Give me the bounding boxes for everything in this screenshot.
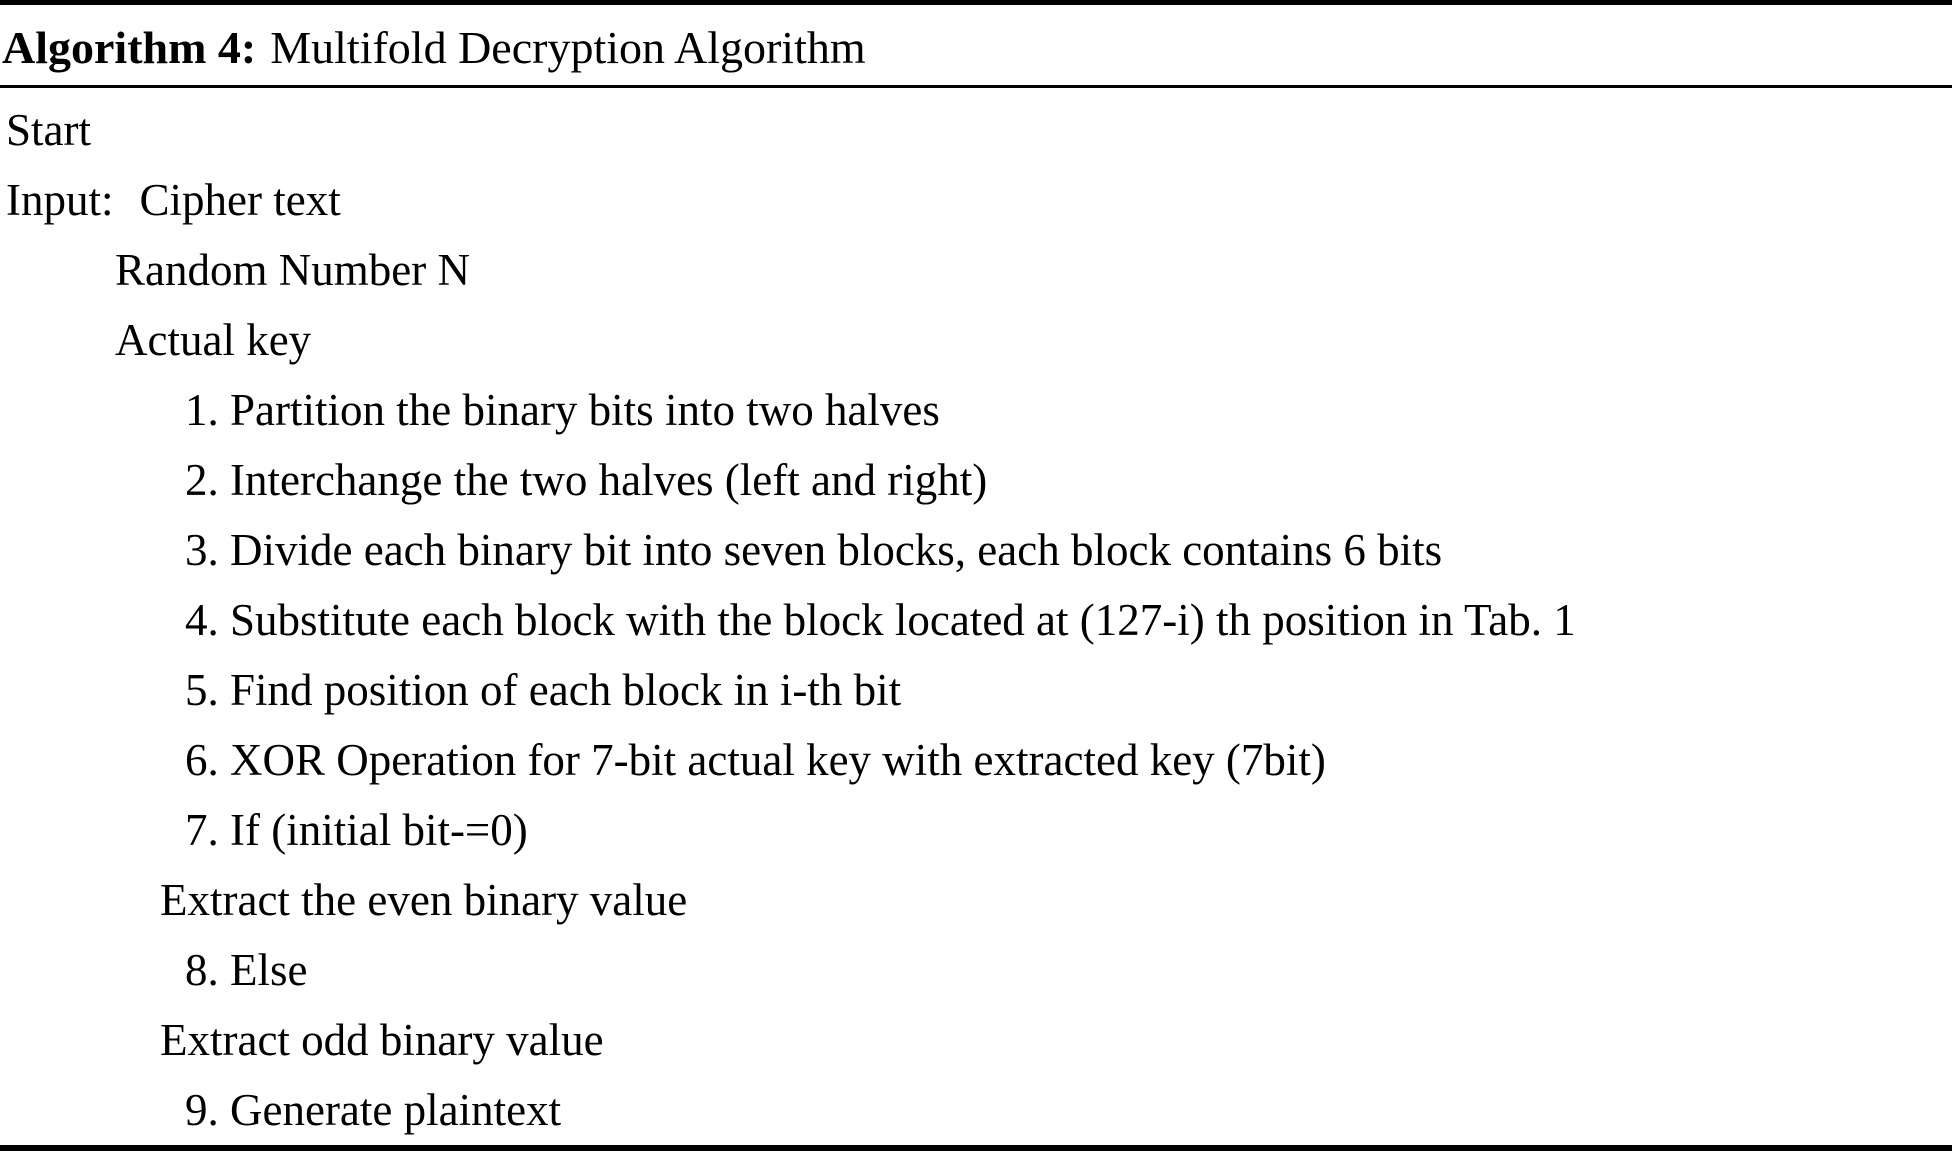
bottom-border-rule [0, 1145, 1952, 1151]
step-3: 3. Divide each binary bit into seven blo… [185, 525, 1443, 575]
line-start: Start [6, 105, 91, 155]
header-divider-rule [0, 85, 1952, 88]
step-9: 9. Generate plaintext [185, 1085, 562, 1135]
line-input: Input: Cipher text [0, 165, 1952, 235]
step-1: 1. Partition the binary bits into two ha… [185, 385, 940, 435]
line-extract-odd: Extract odd binary value [160, 1015, 604, 1065]
step-4: 4. Substitute each block with the block … [185, 595, 1576, 645]
line-extract-even: Extract the even binary value [160, 875, 688, 925]
input-label: Input: [6, 175, 114, 225]
line-random-number: Random Number N [115, 245, 470, 295]
step-5: 5. Find position of each block in i-th b… [185, 665, 902, 715]
top-border-rule [0, 0, 1952, 5]
algorithm-number-label: Algorithm 4: [2, 21, 257, 73]
algorithm-title: Multifold Decryption Algorithm [270, 21, 866, 73]
step-8: 8. Else [185, 945, 308, 995]
algorithm-header: Algorithm 4: Multifold Decryption Algori… [0, 5, 1952, 85]
step-2: 2. Interchange the two halves (left and … [185, 455, 988, 505]
step-7: 7. If (initial bit-=0) [185, 805, 528, 855]
line-actual-key: Actual key [115, 315, 312, 365]
step-6: 6. XOR Operation for 7-bit actual key wi… [185, 735, 1326, 785]
input-value: Cipher text [139, 175, 341, 225]
algorithm-body: Start Input:Cipher text Random Number N … [0, 88, 1952, 1145]
